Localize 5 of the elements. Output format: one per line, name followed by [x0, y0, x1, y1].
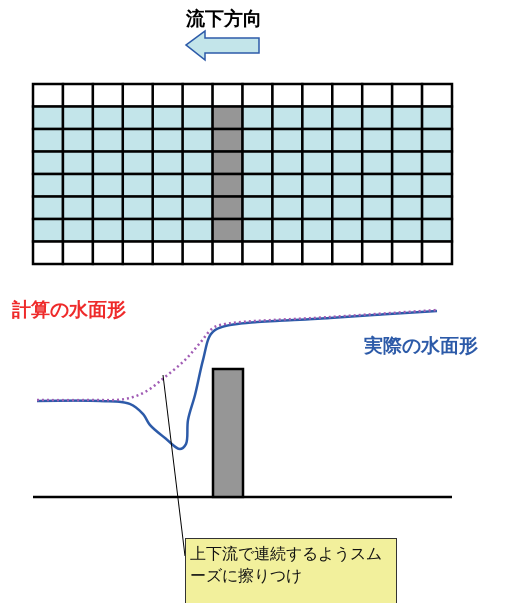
curve-label: 計算の水面形: [12, 300, 126, 321]
direction-label: 流下方向: [186, 9, 262, 30]
callout-box: 上下流で連続するようスムーズに擦りつけ: [185, 538, 397, 603]
curve-label: 実際の水面形: [364, 336, 478, 357]
leader-line: [162, 374, 186, 556]
